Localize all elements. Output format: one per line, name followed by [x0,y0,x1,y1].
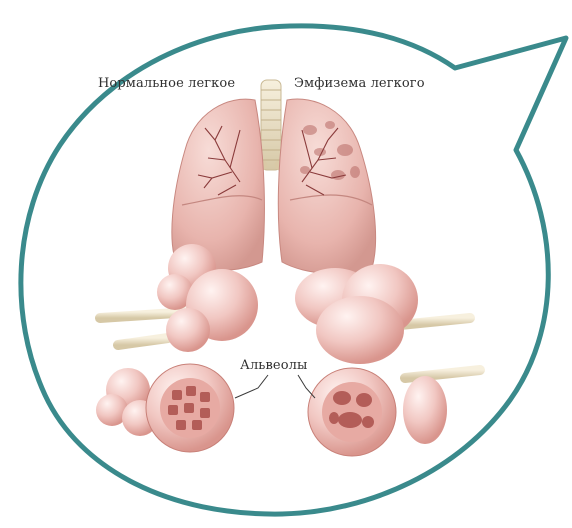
normal-lung-label: Нормальное легкое [98,76,235,91]
emphysema-lung-label: Эмфизема легкого [294,76,425,91]
alveoli-label: Альвеолы [240,358,307,373]
emphysema-alveolus-section [308,368,396,456]
normal-alveolus-section [146,364,234,452]
